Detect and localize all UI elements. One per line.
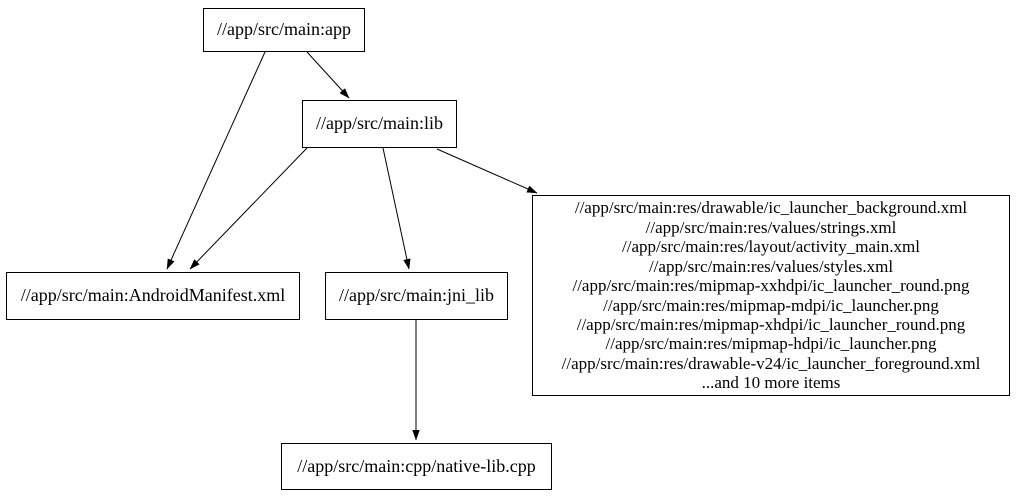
edge-lib-to-res-group — [436, 148, 538, 194]
node-resources-group: //app/src/main:res/drawable/ic_launcher_… — [532, 195, 1010, 396]
edge-app-to-lib — [306, 51, 350, 99]
edge-app-to-android-manifest — [166, 51, 266, 270]
res-group-more-items: ...and 10 more items — [701, 373, 841, 393]
node-android-manifest: //app/src/main:AndroidManifest.xml — [6, 272, 300, 320]
edge-lib-to-android-manifest — [189, 147, 308, 270]
res-group-line: //app/src/main:res/mipmap-hdpi/ic_launch… — [605, 334, 937, 354]
res-group-line: //app/src/main:res/values/strings.xml — [645, 217, 897, 237]
res-group-line: //app/src/main:res/drawable/ic_launcher_… — [574, 198, 968, 218]
edge-lib-to-jni-lib — [382, 147, 411, 270]
res-group-line: //app/src/main:res/values/styles.xml — [648, 256, 894, 276]
res-group-line: //app/src/main:res/mipmap-mdpi/ic_launch… — [603, 295, 939, 315]
node-app-target: //app/src/main:app — [203, 8, 365, 52]
node-lib-target: //app/src/main:lib — [302, 100, 457, 148]
node-native-lib-cpp: //app/src/main:cpp/native-lib.cpp — [281, 443, 552, 490]
res-group-line: //app/src/main:res/mipmap-xhdpi/ic_launc… — [576, 314, 966, 334]
res-group-line: //app/src/main:res/mipmap-xxhdpi/ic_laun… — [572, 276, 970, 296]
node-jni-lib: //app/src/main:jni_lib — [325, 272, 508, 320]
res-group-line: //app/src/main:res/layout/activity_main.… — [622, 237, 920, 257]
res-group-line: //app/src/main:res/drawable-v24/ic_launc… — [561, 353, 981, 373]
